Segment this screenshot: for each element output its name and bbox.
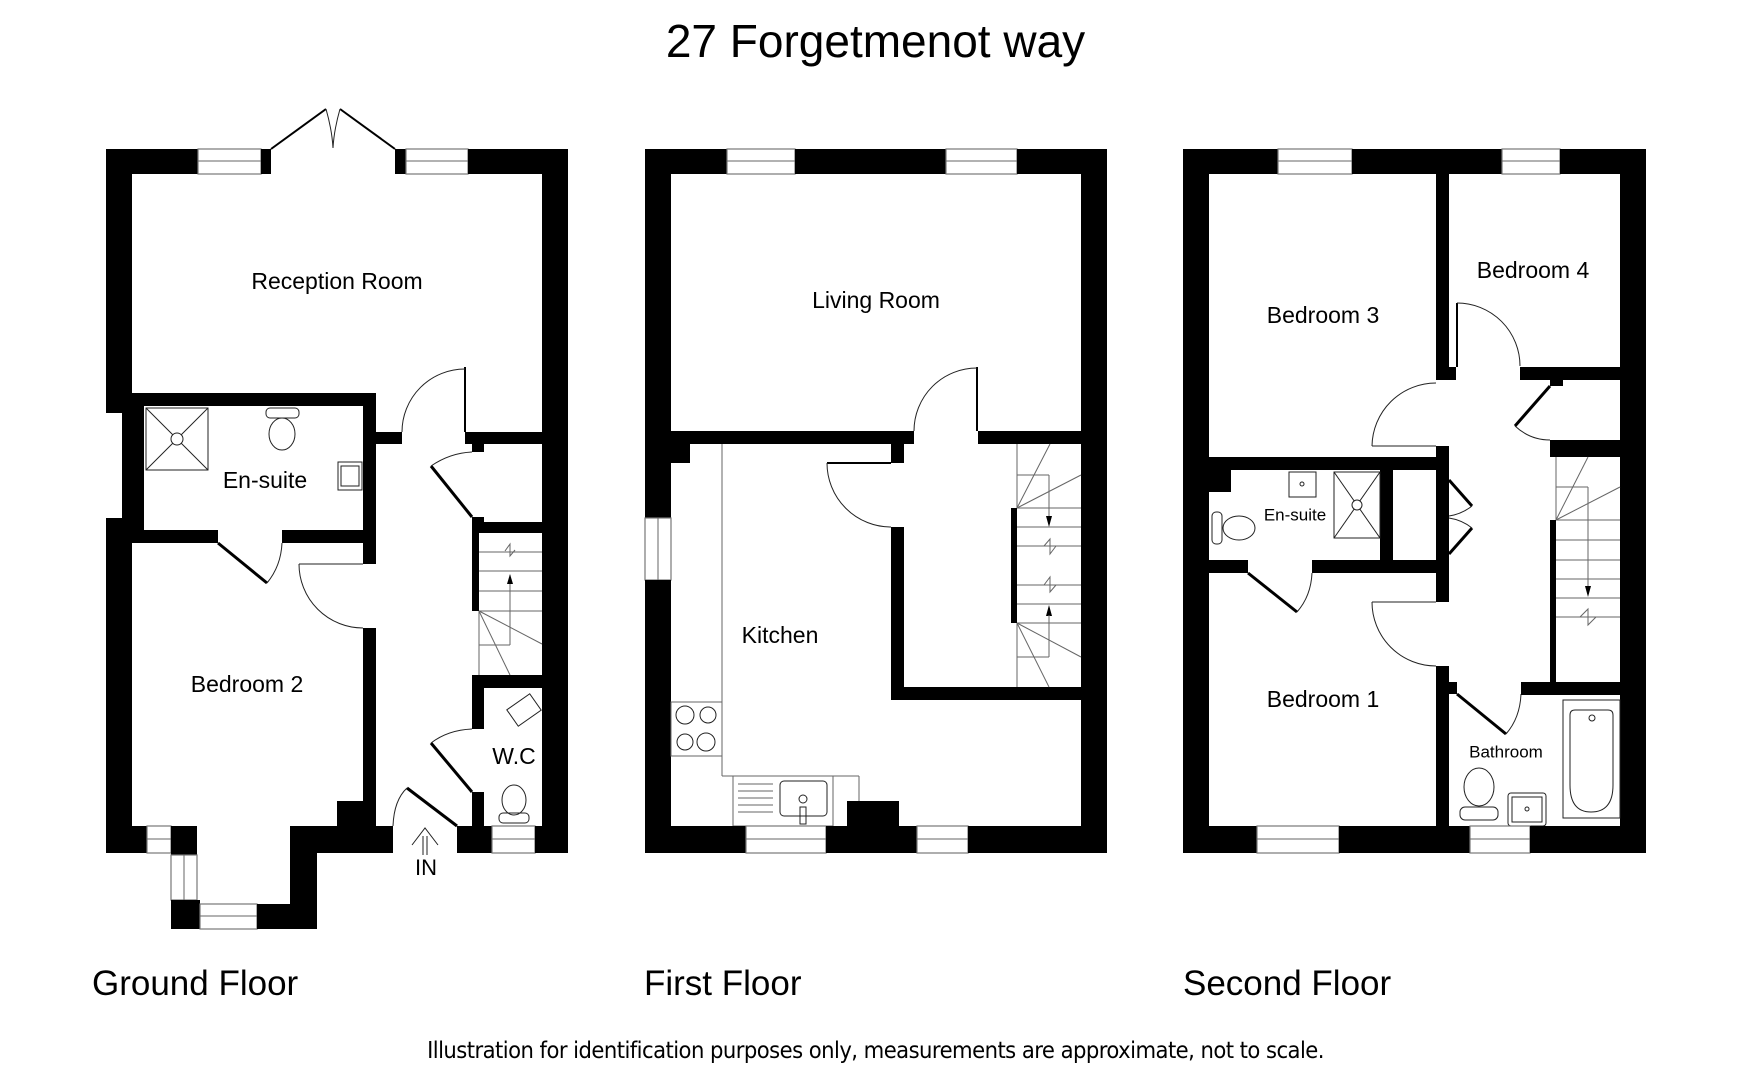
room-label-ensuite-ground: En-suite bbox=[223, 467, 307, 493]
room-label-bedroom-4: Bedroom 4 bbox=[1477, 257, 1590, 283]
cupboard-double-door-icon bbox=[1447, 479, 1474, 555]
shower-tray-icon bbox=[1333, 471, 1381, 539]
room-label-kitchen: Kitchen bbox=[742, 622, 819, 648]
french-doors-icon bbox=[270, 108, 396, 150]
room-label-ensuite-second: En-suite bbox=[1264, 505, 1326, 524]
bathtub-icon bbox=[1562, 699, 1621, 819]
floor-label-second: Second Floor bbox=[1183, 964, 1392, 1003]
page-title: 27 Forgetmenot way bbox=[665, 15, 1086, 67]
room-label-bedroom-3: Bedroom 3 bbox=[1267, 302, 1380, 328]
toilet-icon bbox=[1211, 511, 1256, 545]
room-label-bedroom-1: Bedroom 1 bbox=[1267, 686, 1380, 712]
room-label-living-room: Living Room bbox=[812, 287, 940, 313]
toilet-icon bbox=[265, 407, 300, 451]
first-floor-plan bbox=[644, 148, 1107, 854]
room-label-reception-room: Reception Room bbox=[251, 268, 422, 294]
room-label-bedroom-2: Bedroom 2 bbox=[191, 671, 304, 697]
staircase-icon bbox=[478, 542, 543, 676]
entrance-label: IN bbox=[415, 855, 437, 880]
shower-tray-icon bbox=[145, 407, 209, 471]
washbasin-icon bbox=[506, 693, 542, 727]
second-floor-plan bbox=[1183, 148, 1646, 854]
room-label-bathroom: Bathroom bbox=[1469, 742, 1543, 761]
kitchen-sink-icon bbox=[732, 775, 834, 827]
floor-label-first: First Floor bbox=[644, 964, 802, 1003]
staircase-icon bbox=[1016, 443, 1082, 688]
ground-floor-plan bbox=[106, 108, 568, 930]
staircase-icon bbox=[1555, 456, 1621, 627]
disclaimer-text: Illustration for identification purposes… bbox=[427, 1038, 1324, 1064]
washbasin-icon bbox=[1288, 471, 1317, 498]
toilet-icon bbox=[1459, 767, 1499, 821]
washbasin-icon bbox=[337, 461, 363, 491]
toilet-icon bbox=[498, 784, 530, 824]
room-label-wc: W.C bbox=[492, 743, 535, 769]
arrow-up-icon bbox=[411, 827, 439, 855]
hob-icon bbox=[670, 701, 723, 757]
floor-label-ground: Ground Floor bbox=[92, 964, 299, 1003]
washbasin-icon bbox=[1507, 792, 1547, 827]
